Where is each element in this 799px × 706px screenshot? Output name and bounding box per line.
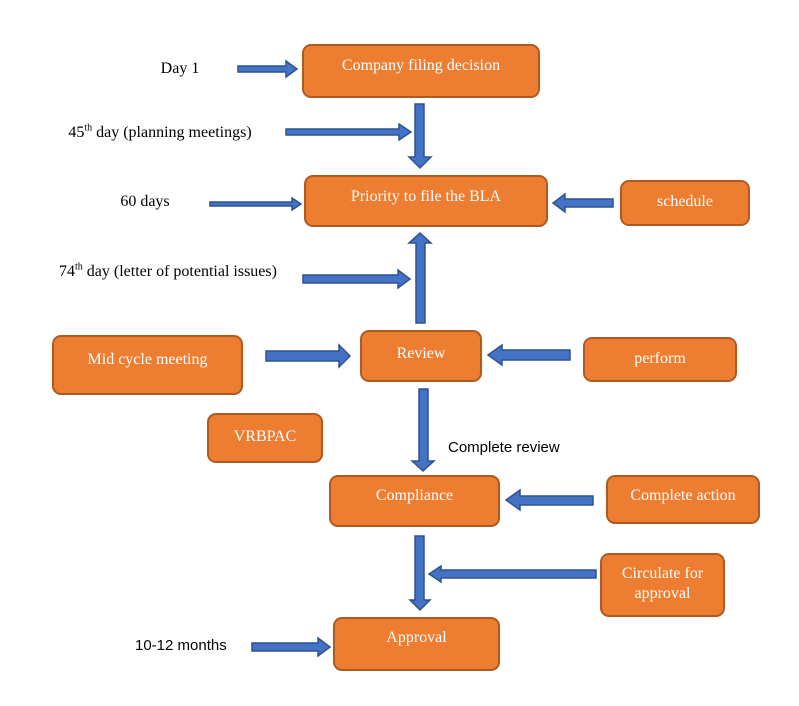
arrow-perform-to-review <box>486 343 571 367</box>
node-schedule: schedule <box>620 180 750 226</box>
arrow-compliance-to-approval <box>408 535 432 612</box>
label-74th-day: 74th day (letter of potential issues) <box>58 262 278 282</box>
arrow-midcycle-to-review <box>265 343 352 369</box>
label-60-days: 60 days <box>120 193 170 210</box>
arrow-74th-day <box>302 268 412 290</box>
label-74th-day-num: 74 <box>59 263 76 280</box>
arrow-company-to-priority <box>407 103 433 170</box>
arrow-60days-to-priority <box>209 196 303 212</box>
arrow-45th-day <box>285 122 413 142</box>
node-circulate-for-approval: Circulate for approval <box>600 553 725 617</box>
arrow-schedule-to-priority <box>551 192 614 214</box>
arrow-day1-to-company <box>237 59 299 79</box>
arrow-review-to-priority <box>407 231 433 324</box>
label-45th-day-num: 45 <box>68 124 85 141</box>
label-45th-day-text: day (planning meetings) <box>92 124 252 141</box>
arrow-circulate <box>427 564 597 584</box>
node-review: Review <box>360 330 482 382</box>
label-45th-day: 45th day (planning meetings) <box>45 123 275 143</box>
node-approval: Approval <box>333 617 500 671</box>
node-company-filing-decision: Company filing decision <box>302 44 540 98</box>
label-45th-day-sup: th <box>84 122 93 134</box>
label-day-1: Day 1 <box>160 60 200 77</box>
node-complete-action: Complete action <box>606 475 760 524</box>
arrow-months-to-approval <box>251 636 332 658</box>
label-10-12-months: 10-12 months <box>135 637 227 654</box>
node-mid-cycle-meeting: Mid cycle meeting <box>52 335 243 395</box>
node-perform: perform <box>583 337 737 382</box>
arrow-action-to-compliance <box>504 488 594 512</box>
label-74th-day-text: day (letter of potential issues) <box>82 263 277 280</box>
arrow-review-to-compliance <box>410 388 436 473</box>
label-74th-day-sup: th <box>75 261 83 273</box>
label-complete-review: Complete review <box>448 439 560 456</box>
node-priority-to-file-bla: Priority to file the BLA <box>304 175 548 227</box>
node-compliance: Compliance <box>329 475 500 527</box>
node-vrbpac: VRBPAC <box>207 413 323 463</box>
